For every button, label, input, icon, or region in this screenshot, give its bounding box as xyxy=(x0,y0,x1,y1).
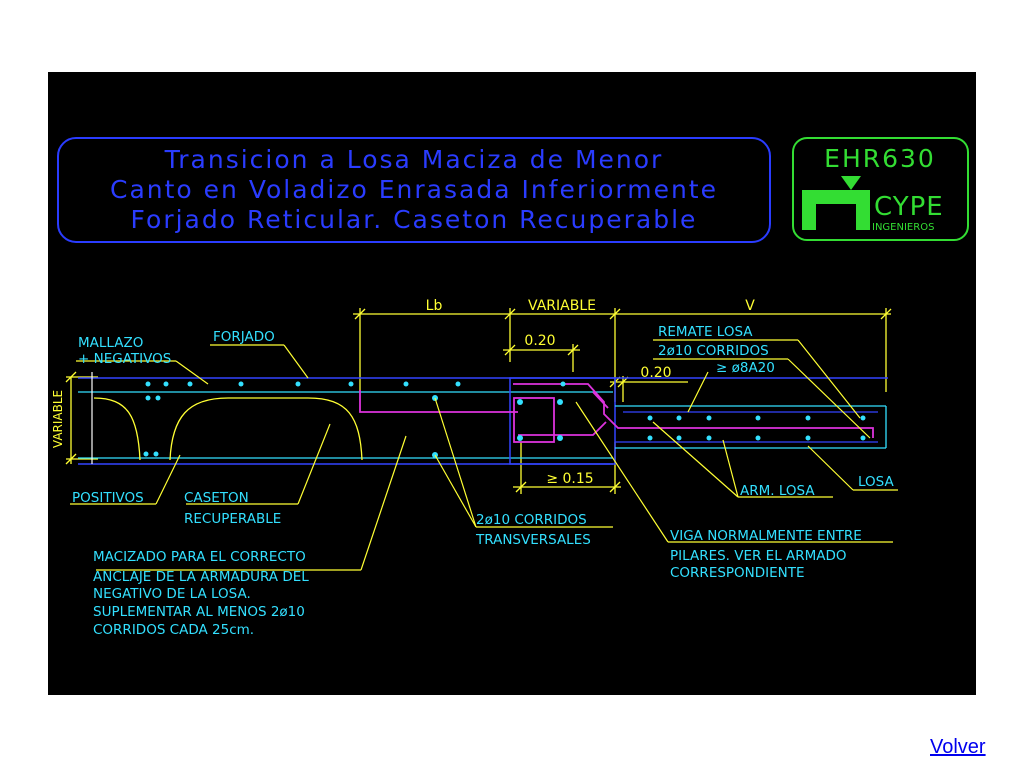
label-recuperable: RECUPERABLE xyxy=(184,511,281,527)
label-macizado-3: NEGATIVO DE LA LOSA. xyxy=(93,586,251,602)
concrete-outlines xyxy=(78,372,888,465)
label-macizado-1: MACIZADO PARA EL CORRECTO xyxy=(93,549,306,565)
label-viga-3: CORRESPONDIENTE xyxy=(670,565,805,581)
label-forjado: FORJADO xyxy=(213,329,275,345)
label-estribos: ≥ ø8A20 xyxy=(716,360,775,376)
title-frame xyxy=(57,137,771,243)
logo-leg-left xyxy=(802,204,816,230)
label-viga-2: PILARES. VER EL ARMADO xyxy=(670,548,847,564)
dim-lb: Lb xyxy=(426,298,443,314)
label-corridos-transversales-2: TRANSVERSALES xyxy=(475,532,591,548)
label-viga-1: VIGA NORMALMENTE ENTRE xyxy=(670,528,862,544)
logo-triangle-icon xyxy=(841,176,861,190)
cad-drawing-panel: Transicion a Losa Maciza de Menor Canto … xyxy=(48,72,976,695)
label-arm-losa: ARM. LOSA xyxy=(740,483,815,499)
label-positivos: POSITIVOS xyxy=(72,490,144,506)
drawing-labels: MALLAZO + NEGATIVOS FORJADO REMATE LOSA … xyxy=(72,324,894,638)
label-negativos: + NEGATIVOS xyxy=(78,351,171,367)
label-caseton: CASETON xyxy=(184,490,249,506)
logo-subtitle: INGENIEROS xyxy=(872,222,934,233)
cad-drawing: Transicion a Losa Maciza de Menor Canto … xyxy=(51,137,969,638)
label-mallazo: MALLAZO xyxy=(78,335,143,351)
title-line-1: Transicion a Losa Maciza de Menor xyxy=(164,145,664,174)
dim-variable-top: VARIABLE xyxy=(528,298,596,314)
label-macizado-2: ANCLAJE DE LA ARMADURA DEL xyxy=(93,569,309,585)
title-line-2: Canto en Voladizo Enrasada Inferiormente xyxy=(110,175,718,204)
label-corridos-transversales-1: 2ø10 CORRIDOS xyxy=(476,512,587,528)
cype-logo: EHR630 CYPE INGENIEROS xyxy=(792,137,969,241)
logo-bar xyxy=(802,190,870,204)
logo-leg-right xyxy=(856,204,870,230)
dim-015: ≥ 0.15 xyxy=(546,471,593,487)
label-remate-losa: REMATE LOSA xyxy=(658,324,753,340)
label-macizado-5: CORRIDOS CADA 25cm. xyxy=(93,622,254,638)
label-macizado-4: SUPLEMENTAR AL MENOS 2ø10 xyxy=(93,604,305,620)
dimension-lines xyxy=(65,308,892,494)
dim-020-top: 0.20 xyxy=(524,333,555,349)
label-2o10-corridos: 2ø10 CORRIDOS xyxy=(658,343,769,359)
rebar xyxy=(359,383,874,443)
logo-frame xyxy=(792,137,969,241)
dim-v: V xyxy=(745,298,755,314)
dim-variable-left: VARIABLE xyxy=(51,390,65,448)
casetones xyxy=(93,397,363,461)
logo-code: EHR630 xyxy=(824,144,936,173)
leader-lines xyxy=(70,339,898,571)
title-line-3: Forjado Reticular. Caseton Recuperable xyxy=(131,205,698,234)
dim-020-second: 0.20 xyxy=(640,365,671,381)
logo-brand: CYPE xyxy=(874,192,944,222)
label-losa: LOSA xyxy=(858,474,894,490)
rebar-dots xyxy=(143,381,866,458)
volver-link[interactable]: Volver xyxy=(930,736,986,758)
